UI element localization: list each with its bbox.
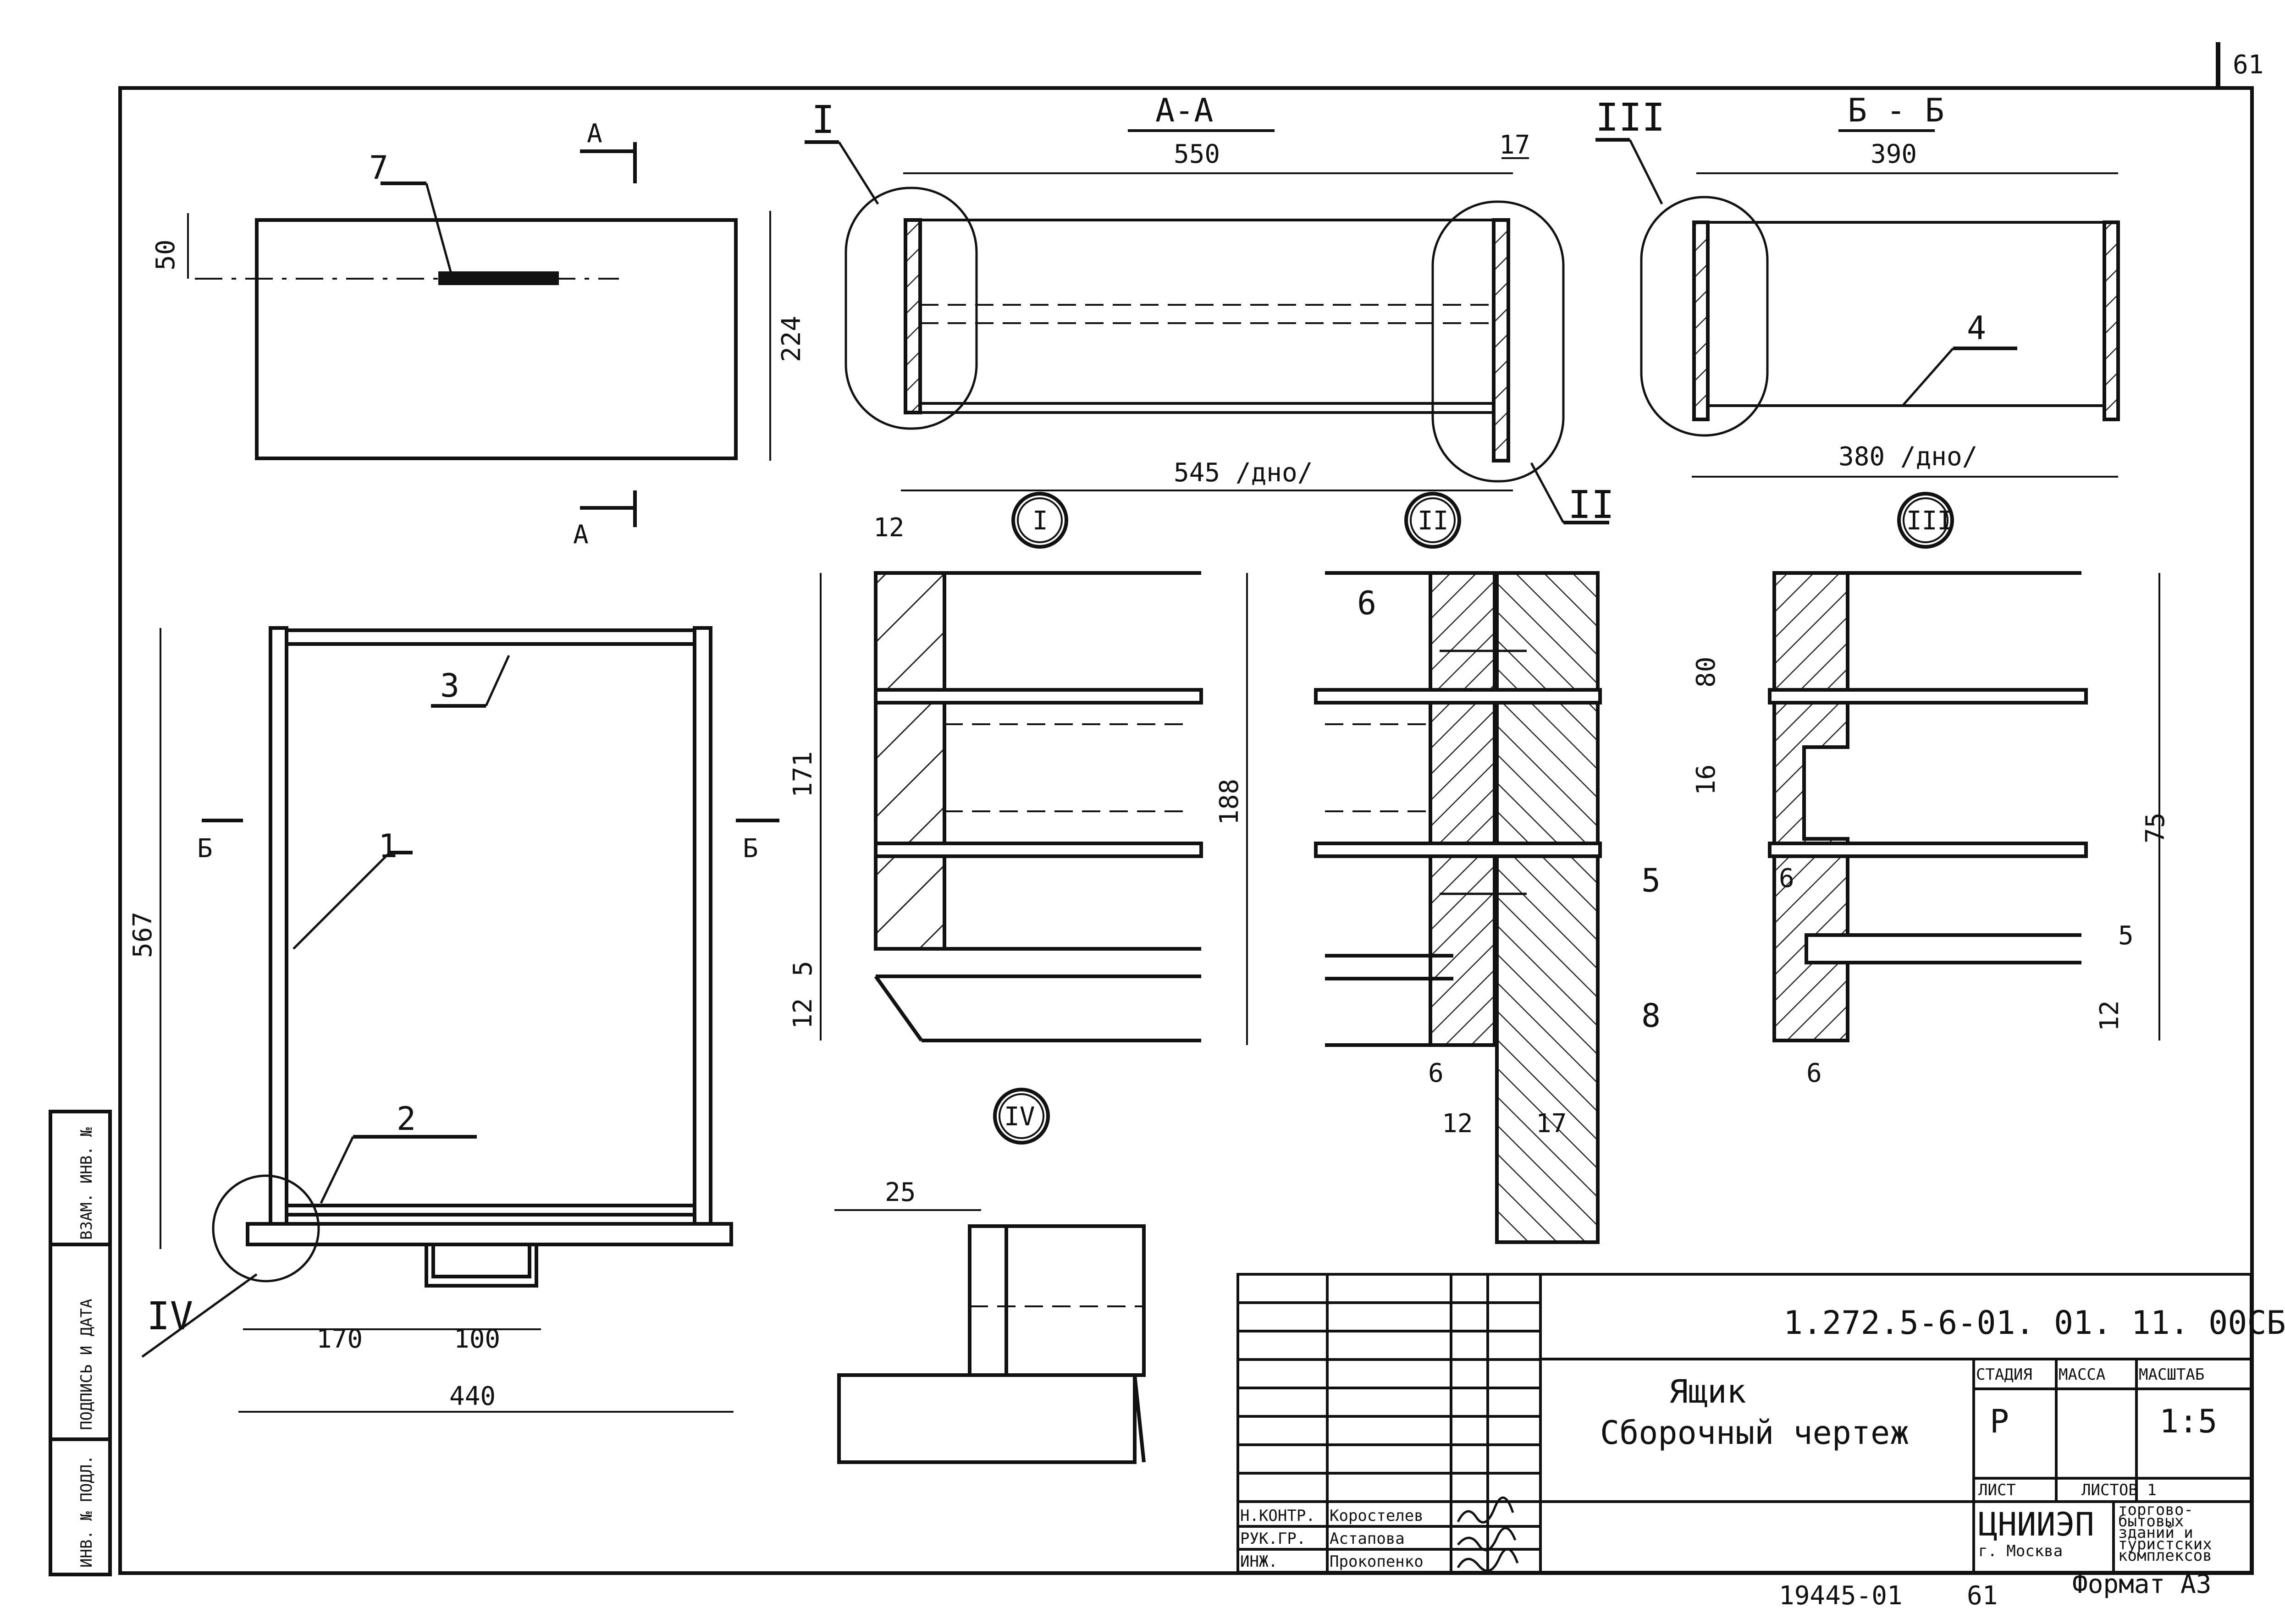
role-1: РУК.ГР. — [1240, 1530, 1306, 1548]
dim-front-224: 224 — [777, 316, 806, 362]
marker-IV-label: IV — [1004, 1102, 1035, 1132]
section-aa — [805, 129, 1609, 524]
marker-I-label: I — [1032, 506, 1048, 536]
dim-aa-550: 550 — [1174, 139, 1220, 169]
cut-b-left: Б — [197, 834, 213, 864]
cut-b-right: Б — [743, 834, 758, 864]
stamp-inv-podl: ИНВ. № ПОДЛ. — [77, 1455, 96, 1568]
drawing-name-1: Ящик — [1669, 1373, 1746, 1410]
detail-marker-IV — [993, 1088, 1050, 1145]
dim-bb-390: 390 — [1871, 139, 1917, 169]
sheet-frame — [118, 86, 2254, 1575]
section-bb — [1595, 129, 2120, 478]
sheet-label: ЛИСТ — [1978, 1481, 2016, 1499]
callout-3: 3 — [440, 667, 459, 705]
callout-8: 8 — [1641, 997, 1661, 1035]
section-bb-title: Б - Б — [1848, 92, 1944, 129]
labels: 61 А-А Б - Б А А Б Б 50 224 550 17 545 /… — [77, 50, 2285, 1611]
stamp-podpis: ПОДПИСЬ И ДАТА — [77, 1299, 96, 1430]
callout-6: 6 — [1357, 584, 1376, 622]
org-desc-3: зданий и — [2118, 1524, 2193, 1542]
cut-a-top: А — [587, 119, 602, 149]
dim-d1-12b: 12 — [788, 998, 818, 1029]
dim-plan-567: 567 — [128, 912, 158, 958]
detail-marker-II — [1404, 492, 1461, 549]
ref-I: I — [811, 97, 835, 142]
detail-marker-I — [1011, 492, 1068, 549]
org-city: г. Москва — [1978, 1542, 2063, 1560]
org-desc-4: туристских — [2118, 1535, 2212, 1553]
detail-III — [1768, 571, 2160, 1042]
scale-value: 1:5 — [2159, 1403, 2217, 1440]
title-block — [1236, 1273, 2252, 1574]
detail-II — [1246, 571, 1602, 1244]
stage-label: СТАДИЯ — [1976, 1365, 2032, 1384]
dim-aa-bottom: 545 /дно/ — [1174, 458, 1313, 488]
org-name: ЦНИИЭП — [1978, 1506, 2094, 1543]
callout-1: 1 — [378, 827, 397, 865]
signatures — [1457, 1497, 1519, 1572]
name-2: Прокопенко — [1330, 1552, 1424, 1571]
bottom-page: 61 — [1967, 1581, 1998, 1611]
dim-d1-5: 5 — [788, 961, 818, 976]
side-stamp — [49, 1110, 112, 1576]
plan-view — [141, 626, 779, 1413]
org-desc-2: бытовых — [2118, 1512, 2184, 1530]
dim-bb-bottom: 380 /дно/ — [1838, 442, 1977, 472]
dim-d3-6: 6 — [1779, 864, 1794, 893]
dim-d2-17: 17 — [1536, 1109, 1567, 1139]
stamp-vzam: ВЗАМ. ИНВ. № — [77, 1127, 96, 1240]
detail-I — [820, 571, 1203, 1042]
drawing-code: 1.272.5-6-01. 01. 11. 00СБ — [1783, 1304, 2285, 1342]
front-view — [187, 142, 771, 527]
dim-d3-12: 12 — [2095, 1001, 2125, 1031]
org-desc-1: торгово- — [2118, 1501, 2193, 1519]
role-0: Н.КОНТР. — [1240, 1507, 1315, 1525]
callout-7: 7 — [369, 149, 388, 187]
section-aa-title: А-А — [1155, 92, 1213, 129]
bottom-number: 19445-01 — [1779, 1581, 1903, 1611]
callout-2: 2 — [397, 1100, 416, 1138]
ref-III: III — [1595, 95, 1665, 140]
dim-d1-171: 171 — [788, 751, 818, 798]
role-2: ИНЖ. — [1240, 1552, 1278, 1571]
callout-5: 5 — [1641, 862, 1661, 899]
sheets-label: ЛИСТОВ 1 — [2081, 1481, 2157, 1499]
dim-d3-80: 80 — [1691, 657, 1721, 688]
callout-4: 4 — [1967, 309, 1986, 347]
dim-d3-5: 5 — [2118, 921, 2134, 951]
dim-d2-6: 6 — [1428, 1058, 1444, 1088]
dim-d3-75: 75 — [2141, 813, 2170, 843]
org-desc-5: комплексов — [2118, 1547, 2212, 1565]
dim-aa-17: 17 — [1499, 130, 1530, 160]
format-label: Формат А3 — [2072, 1569, 2211, 1599]
dim-d3-6b: 6 — [1806, 1058, 1822, 1088]
dim-d4-25: 25 — [885, 1178, 916, 1207]
dim-plan-170: 170 — [316, 1324, 363, 1354]
drawing-name-2: Сборочный чертеж — [1600, 1414, 1909, 1452]
dim-plan-100: 100 — [454, 1324, 500, 1354]
mass-label: МАССА — [2059, 1365, 2105, 1384]
marker-II-label: II — [1418, 506, 1448, 536]
ref-II: II — [1568, 482, 1614, 527]
page-number: 61 — [2233, 50, 2263, 80]
detail-marker-III — [1897, 492, 1954, 549]
dim-d2-12: 12 — [1442, 1109, 1473, 1139]
dim-d1-12: 12 — [873, 513, 904, 543]
detail-IV — [834, 1088, 1146, 1464]
dim-d2-188: 188 — [1214, 779, 1244, 825]
name-0: Коростелев — [1330, 1507, 1424, 1525]
scale-label: МАСШТАБ — [2139, 1365, 2204, 1384]
cut-a-bottom: А — [573, 520, 589, 550]
ref-IV: IV — [147, 1294, 193, 1338]
dim-front-50: 50 — [151, 240, 181, 270]
dim-plan-440: 440 — [449, 1382, 496, 1411]
dim-d3-16: 16 — [1691, 765, 1721, 795]
stage-value: Р — [1990, 1403, 2009, 1440]
name-1: Астапова — [1330, 1530, 1405, 1548]
marker-III-label: III — [1906, 506, 1953, 536]
